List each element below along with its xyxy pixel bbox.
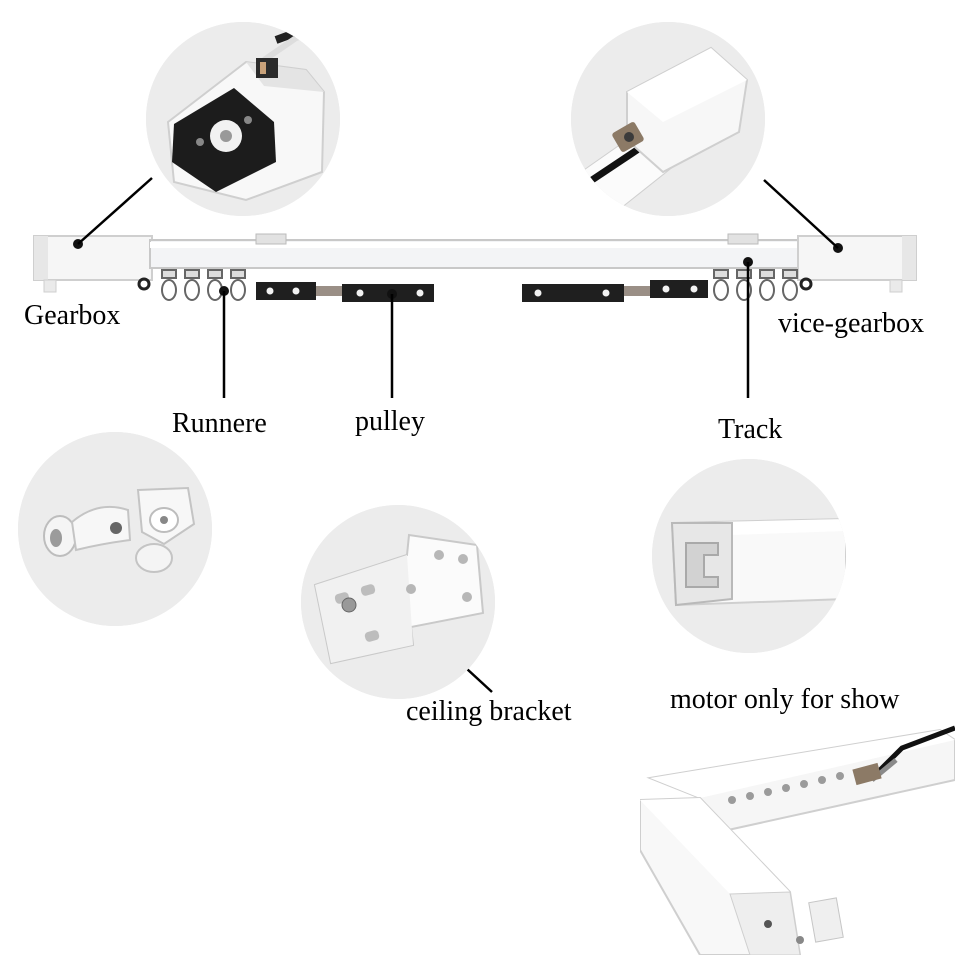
runner-closeup-icon bbox=[18, 432, 212, 626]
ceiling-bracket-closeup-icon bbox=[301, 505, 495, 699]
track-profile-closeup-icon bbox=[652, 459, 846, 653]
vice-gearbox-closeup-icon bbox=[571, 22, 765, 216]
motor-note-label: motor only for show bbox=[670, 684, 900, 715]
motor-icon bbox=[640, 725, 955, 955]
gearbox-end-cap bbox=[33, 235, 153, 281]
gearbox-closeup-icon bbox=[146, 22, 340, 216]
vice-gearbox-end-cap bbox=[797, 235, 917, 281]
ceiling-bracket-label: ceiling bracket bbox=[406, 696, 572, 727]
track-assembly bbox=[33, 233, 917, 302]
vice-gearbox-label: vice-gearbox bbox=[778, 308, 925, 339]
pulley-label: pulley bbox=[355, 406, 425, 437]
gearbox-label: Gearbox bbox=[24, 300, 121, 331]
track-label: Track bbox=[718, 414, 783, 445]
runner-label: Runnere bbox=[172, 408, 267, 439]
